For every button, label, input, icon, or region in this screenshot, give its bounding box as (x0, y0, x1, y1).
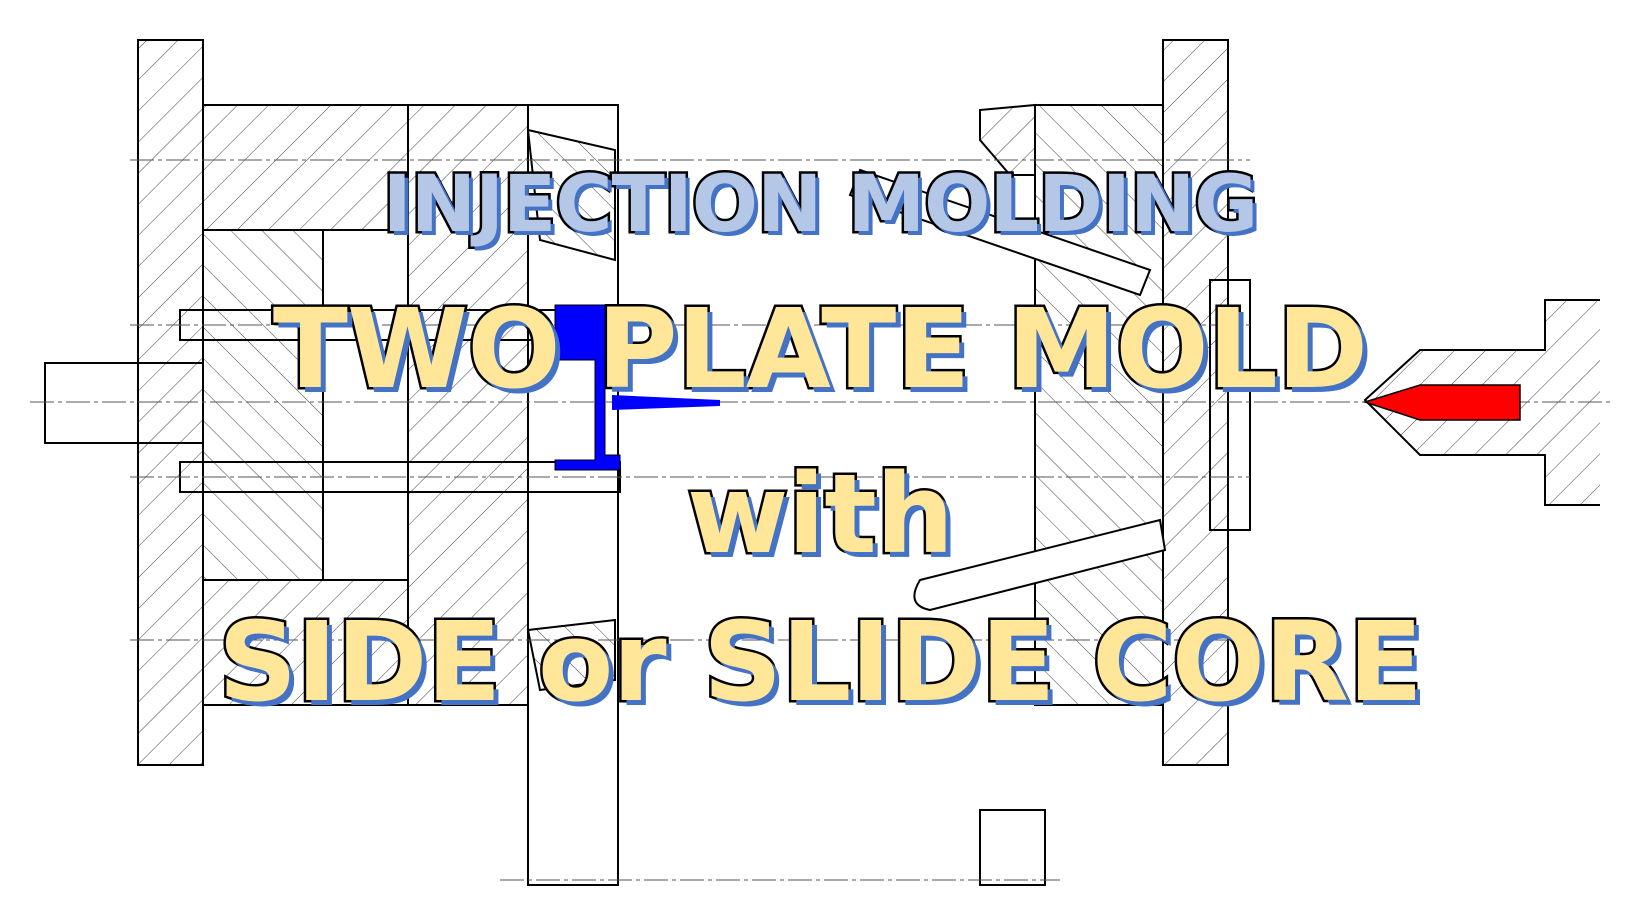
locating-ring (1209, 279, 1251, 531)
ejector-plates (202, 229, 324, 581)
angle-pin-lower (913, 518, 1167, 612)
machine-ejector-rod (44, 362, 204, 444)
sprue-runner (612, 395, 720, 410)
molded-part (554, 304, 621, 471)
title-with: with (684, 448, 956, 581)
title-side-or-slide-core: SIDE or SLIDE CORE (215, 596, 1425, 729)
slide-plate (527, 104, 619, 886)
nozzle-melt (1362, 384, 1521, 421)
stop-block (979, 809, 1046, 886)
fixed-plate-heel (979, 103, 1036, 176)
moving-plate (407, 104, 529, 706)
ejector-housing-upper (202, 104, 409, 231)
title-injection-molding: INJECTION MOLDING (380, 158, 1261, 253)
title-two-plate-mold: TWO PLATE MOLD (270, 283, 1370, 416)
slide-lower (526, 618, 616, 692)
fixed-plate (1034, 104, 1164, 706)
angle-pin-upper (848, 168, 1152, 297)
slide-upper (526, 128, 616, 262)
